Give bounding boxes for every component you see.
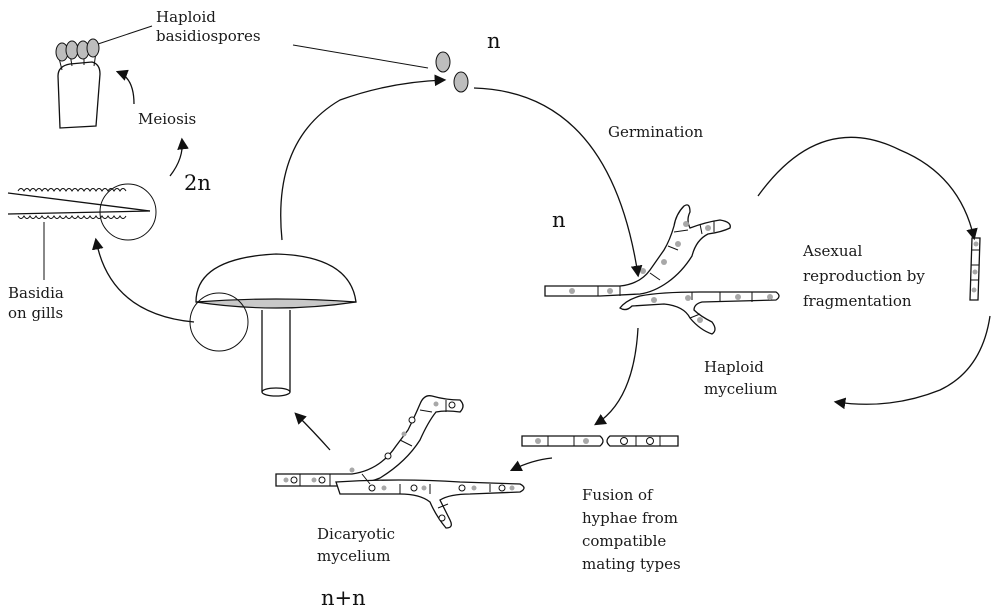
label-fusion-line1: Fusion of — [582, 486, 654, 504]
arrow-fragmentation-out — [758, 137, 974, 238]
label-haploid-basidiospores-line2: basidiospores — [156, 27, 261, 45]
label-dicaryotic-line2: mycelium — [317, 547, 390, 565]
label-asexual-line2: reproduction by — [803, 267, 925, 285]
basidiospores-illustration — [293, 45, 468, 92]
label-dicaryotic-line1: Dicaryotic — [317, 525, 395, 543]
label-ploidy-2n: 2n — [184, 171, 211, 195]
label-fusion-line2: hyphae from — [582, 509, 678, 527]
haploid-mycelium-illustration — [545, 205, 779, 334]
arrow-to-fusion — [596, 328, 638, 424]
label-meiosis: Meiosis — [138, 110, 196, 128]
label-germination: Germination — [608, 123, 704, 141]
arrow-fragmentation-back — [836, 316, 990, 404]
arrow-germination — [474, 88, 638, 275]
arrow-to-meiosis — [170, 140, 182, 176]
label-asexual-line1: Asexual — [802, 242, 862, 260]
hyphal-fragment-illustration — [970, 238, 980, 300]
dicaryotic-mycelium-illustration — [276, 396, 524, 528]
gill-with-basidia-illustration — [8, 184, 156, 280]
label-basidia-line2: on gills — [8, 304, 63, 322]
label-ploidy-n-top: n — [487, 29, 501, 53]
label-fusion-line4: mating types — [582, 555, 681, 573]
arrow-to-gills — [96, 240, 194, 322]
label-fusion-line3: compatible — [582, 532, 666, 550]
arrow-to-dicaryon — [512, 458, 552, 470]
label-ploidy-n-mid: n — [552, 208, 566, 232]
mushroom-fruiting-body — [190, 254, 356, 396]
label-basidia-line1: Basidia — [8, 284, 64, 302]
label-ploidy-nn: n+n — [321, 586, 366, 610]
label-asexual-line3: fragmentation — [803, 292, 912, 310]
label-haploid-mycelium-line2: mycelium — [704, 380, 777, 398]
fusing-hyphae-illustration — [522, 436, 678, 446]
label-haploid-basidiospores-line1: Haploid — [156, 8, 216, 26]
label-haploid-mycelium-line1: Haploid — [704, 358, 764, 376]
arrow-to-basidium — [118, 72, 134, 104]
arrow-to-spores — [281, 80, 444, 240]
arrow-to-mushroom — [296, 414, 330, 450]
